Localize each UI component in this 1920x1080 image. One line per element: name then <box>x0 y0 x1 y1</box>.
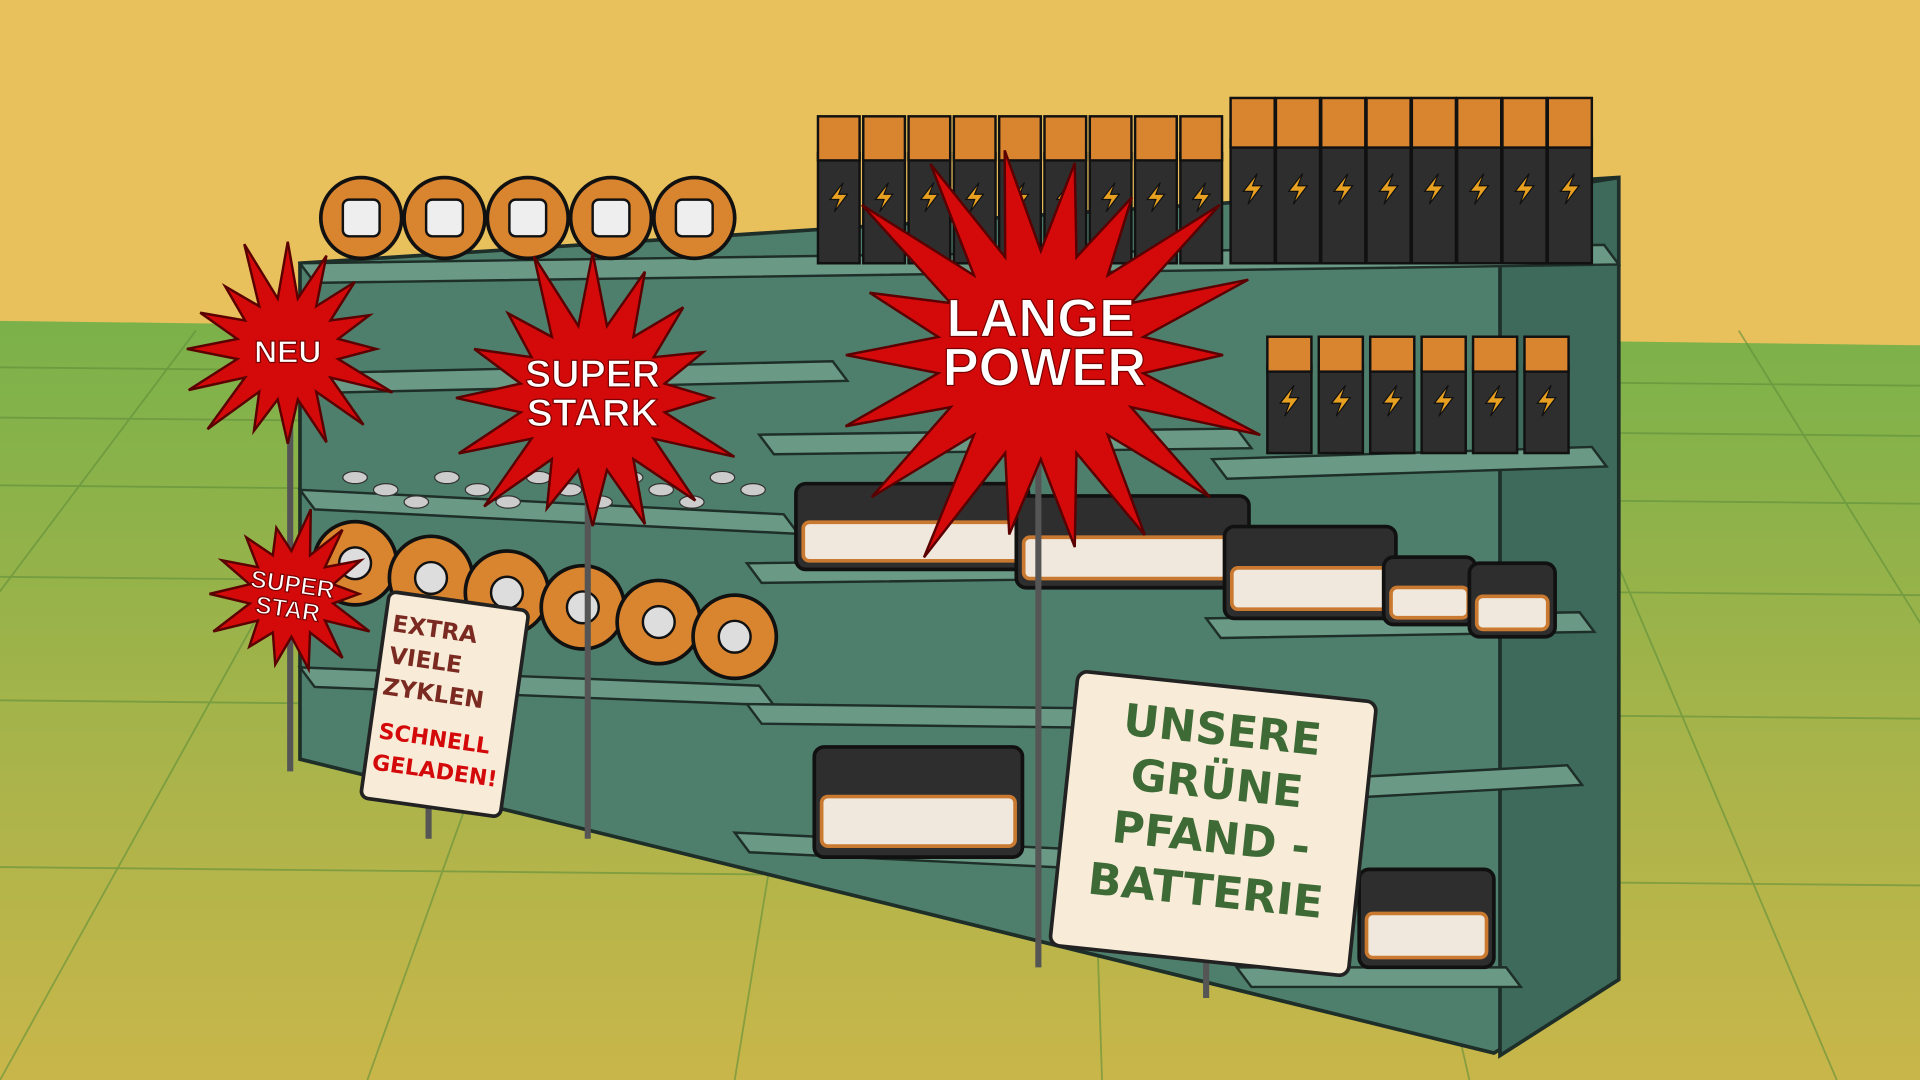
battery <box>1455 138 1503 265</box>
lightning-icon <box>1278 384 1300 417</box>
battery-cap <box>1455 96 1503 149</box>
battery <box>1410 138 1458 265</box>
extra-sign-board <box>359 590 530 818</box>
battery-pack-face <box>1389 585 1470 620</box>
battery-cap <box>1410 96 1458 149</box>
battery-pack-face <box>1364 911 1489 960</box>
battery-cap <box>1368 335 1416 373</box>
lightning-icon <box>1433 384 1455 417</box>
lightning-icon <box>874 182 894 213</box>
grid-line <box>0 330 197 593</box>
battery <box>1320 138 1367 265</box>
battery-cap <box>1274 96 1322 149</box>
starburst-shape <box>844 149 1261 559</box>
coin-cell <box>648 483 675 497</box>
super-stark-line1: SUPER <box>525 353 660 396</box>
lightning-icon <box>1145 182 1166 213</box>
coin-cell <box>740 483 766 497</box>
starburst-shape <box>455 252 736 527</box>
coin-cell <box>403 495 430 509</box>
lightning-icon <box>1332 173 1354 205</box>
lightning-icon <box>1100 182 1121 213</box>
pfand-sign-board <box>1048 670 1378 978</box>
battery-pack-face <box>801 520 1024 563</box>
battery <box>1365 138 1412 265</box>
battery-cap <box>1266 335 1313 373</box>
lightning-icon <box>919 182 940 213</box>
terminal <box>413 560 449 596</box>
battery <box>1501 138 1548 265</box>
starburst-shape <box>186 241 394 445</box>
battery-cap <box>1043 115 1088 162</box>
battery-cap <box>1523 335 1570 373</box>
battery-pack-face <box>1230 566 1391 612</box>
battery-cap <box>907 115 952 162</box>
coin-cell <box>709 470 736 485</box>
battery-cap <box>1365 96 1412 149</box>
lightning-icon <box>1513 173 1536 205</box>
battery-cap <box>1320 96 1367 149</box>
battery-cap <box>1471 335 1519 373</box>
lange-power-line1: LANGE <box>947 289 1136 349</box>
coin-cell <box>342 470 368 485</box>
battery-cap <box>816 115 861 162</box>
lightning-icon <box>1287 173 1309 205</box>
battery <box>1229 138 1276 265</box>
battery <box>1523 364 1570 455</box>
lightning-icon <box>1330 384 1352 417</box>
battery-cap <box>1179 115 1224 162</box>
lightning-icon <box>828 182 849 213</box>
terminal <box>717 619 752 654</box>
battery-cap <box>1088 115 1133 162</box>
terminal <box>508 198 548 238</box>
battery-cap <box>1546 96 1594 149</box>
neu-label: NEU <box>254 333 321 369</box>
starburst-shape <box>209 508 371 674</box>
lightning-icon <box>1535 384 1558 417</box>
coin-cell <box>372 483 399 497</box>
coin-cell <box>434 470 460 485</box>
battery-cap <box>1317 335 1365 373</box>
coin-cell <box>464 483 491 497</box>
lightning-icon <box>1191 182 1212 213</box>
terminal <box>489 575 525 610</box>
battery <box>1546 138 1594 265</box>
terminal <box>341 198 381 238</box>
battery-cap <box>862 115 907 162</box>
coin-cell <box>495 495 522 509</box>
terminal <box>424 198 465 238</box>
battery-cap <box>1229 96 1276 149</box>
lightning-icon <box>1468 173 1490 205</box>
battery-cap <box>1420 335 1467 373</box>
battery-pack-face <box>1474 594 1550 632</box>
battery <box>1274 138 1322 265</box>
terminal <box>641 604 676 640</box>
grid-line <box>1737 330 1920 625</box>
lightning-icon <box>1378 173 1400 205</box>
super-stark-line2: STARK <box>527 392 659 435</box>
terminal <box>565 590 600 625</box>
lightning-icon <box>1423 173 1445 205</box>
battery-cap <box>1133 115 1178 162</box>
lange-power-line2: POWER <box>943 338 1146 398</box>
battery-pack-face <box>819 794 1017 848</box>
terminal <box>591 198 631 238</box>
terminal <box>674 198 714 238</box>
battery-pack-face <box>1021 535 1244 581</box>
battery <box>816 151 861 265</box>
lightning-icon <box>1242 173 1264 205</box>
lightning-icon <box>1381 384 1403 417</box>
battery-cap <box>1501 96 1548 149</box>
lightning-icon <box>1559 173 1581 205</box>
battery-cap <box>952 115 997 162</box>
lightning-icon <box>1484 384 1506 417</box>
